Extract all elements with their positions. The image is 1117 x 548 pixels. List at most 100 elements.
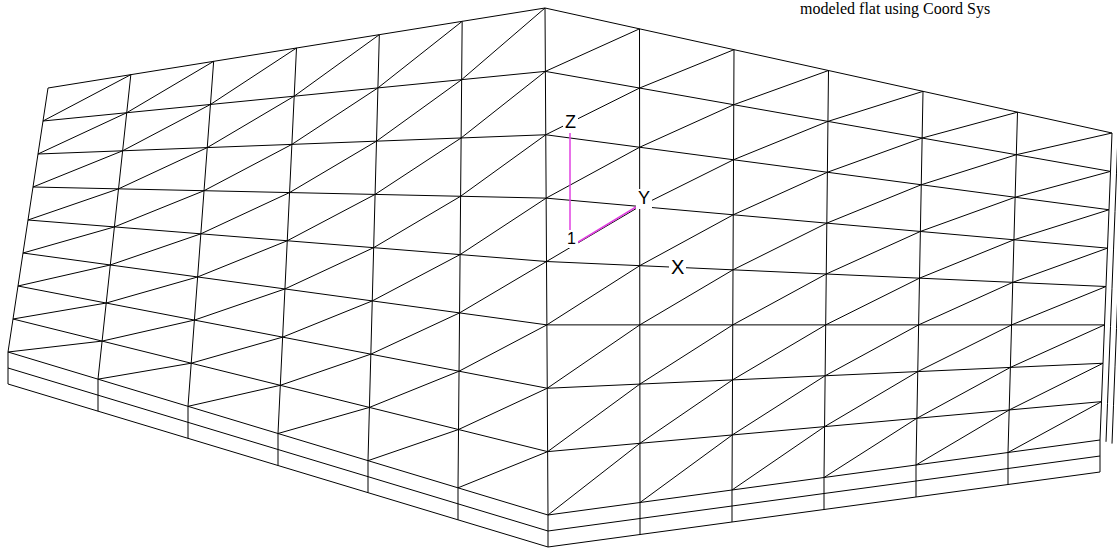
mesh-edge (547, 206, 640, 261)
mesh-edge (378, 21, 462, 88)
axis-label: Z (563, 113, 578, 133)
mesh-edge (547, 266, 640, 325)
mesh-edge (546, 147, 640, 198)
mesh-edge (368, 461, 369, 493)
mesh-edge (824, 478, 825, 510)
mesh-edge (547, 325, 640, 388)
coord-sys-number: 1 (565, 230, 578, 248)
axis-label: X (669, 256, 686, 278)
mesh-edge (640, 105, 734, 148)
mesh-edge (207, 96, 294, 147)
mesh-edge (23, 253, 1105, 325)
mesh-edge (28, 220, 1106, 287)
mesh-edge (827, 185, 921, 223)
mesh-edge (732, 490, 733, 522)
mesh-edge (201, 193, 290, 234)
mesh-edge (824, 418, 917, 477)
mesh-edge (1015, 171, 1110, 197)
mesh-edge (640, 50, 734, 88)
mesh-edge (461, 71, 545, 138)
mesh-edge (1016, 133, 1112, 155)
mesh-edge (98, 363, 191, 379)
mesh-edge (368, 430, 459, 461)
mesh-edge (127, 61, 214, 112)
mesh-edge (919, 282, 1013, 325)
mesh-edge (123, 104, 211, 150)
mesh-edge (43, 71, 1111, 171)
mesh-edge (545, 29, 639, 72)
mesh-edge (114, 191, 204, 227)
mesh-edge (33, 151, 123, 187)
mesh-edge (198, 241, 288, 277)
mesh-edge (1106, 135, 1117, 442)
mesh-edge (43, 75, 131, 121)
mesh-edge (462, 8, 545, 80)
note-text: modeled flat using Coord Sys (798, 0, 992, 18)
mesh-edge (546, 88, 640, 135)
mesh-edge (548, 443, 640, 515)
mesh-edge (825, 372, 918, 427)
mesh-lines (8, 8, 1117, 547)
mesh-edge (920, 197, 1015, 231)
mesh-edge (18, 265, 110, 286)
mesh-edge (918, 325, 1012, 372)
mesh-edge (8, 384, 1100, 547)
mesh-edge (374, 196, 461, 247)
mesh-edge (640, 270, 733, 325)
mesh-edge (28, 189, 119, 220)
mesh-edge (640, 215, 734, 266)
mesh-edge (48, 8, 1112, 133)
mesh-edge (828, 91, 923, 121)
mesh-edge (732, 376, 825, 435)
mesh-edge (371, 313, 460, 354)
mesh-edge (917, 367, 1011, 418)
mesh-edge (1112, 137, 1117, 444)
mesh-edge (825, 325, 919, 376)
mesh-edge (733, 325, 826, 380)
mesh-edge (1013, 248, 1108, 282)
mesh-edge (459, 388, 548, 429)
mesh-edge (102, 320, 194, 341)
mesh-edge (459, 325, 547, 371)
mesh-edge (548, 515, 549, 547)
axis-label: Y (636, 189, 652, 209)
mesh-edge (285, 248, 374, 289)
mesh-edge (278, 407, 369, 433)
mesh-edge (194, 289, 285, 320)
mesh-edge (377, 80, 462, 142)
mesh-edge (372, 255, 460, 301)
mesh-edge (548, 384, 640, 452)
mesh-edge (458, 488, 459, 520)
mesh-edge (188, 406, 189, 438)
mesh-edge (369, 371, 459, 407)
mesh-edge (916, 410, 1009, 465)
mesh-edge (733, 274, 827, 325)
mesh-edge (290, 141, 377, 192)
mesh-edge (38, 113, 127, 154)
mesh-edge (8, 352, 9, 384)
mesh-edge (106, 277, 197, 303)
mesh-edge (38, 135, 1109, 210)
mesh-edge (640, 435, 732, 503)
mesh-edge (23, 227, 114, 253)
mesh-edge (734, 71, 829, 105)
y-axis (570, 207, 636, 247)
mesh-edge (733, 223, 827, 270)
mesh-edge (191, 337, 282, 363)
mesh-edge (640, 380, 733, 443)
mesh-edge (734, 121, 828, 159)
mesh-edge (1009, 363, 1103, 410)
mesh-edge (119, 148, 208, 189)
mesh-edge (294, 35, 379, 97)
mesh-edge (292, 88, 378, 144)
mesh-edge (98, 379, 99, 411)
mesh-edge (826, 231, 920, 274)
mesh-edge (13, 319, 1102, 452)
mesh-edge (13, 303, 106, 319)
mesh-edge (1008, 453, 1009, 485)
mesh-edge (188, 385, 280, 406)
mesh-edge (733, 172, 827, 215)
mesh-edge (461, 135, 546, 197)
mesh-edge (1012, 287, 1106, 325)
